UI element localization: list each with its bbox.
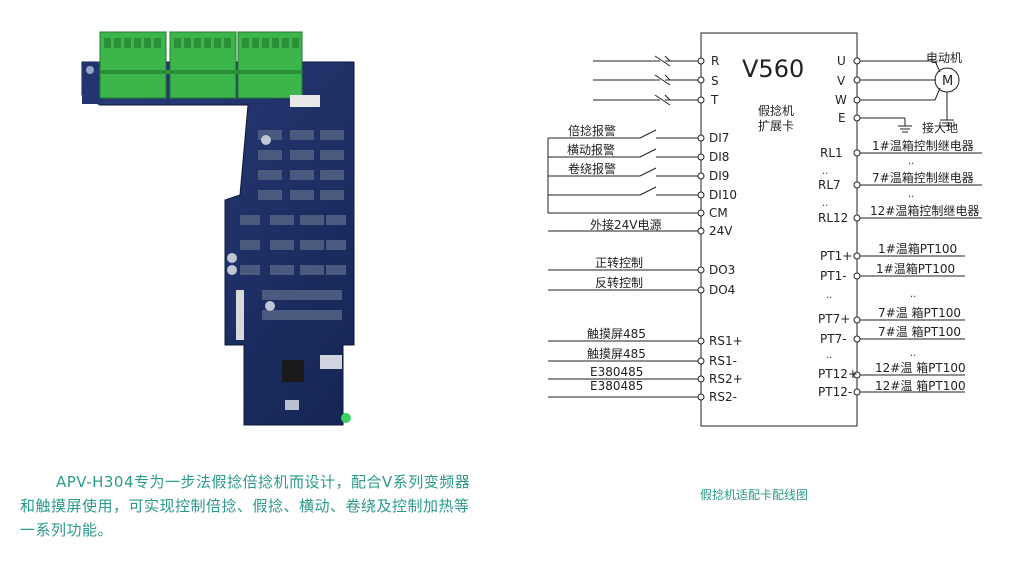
product-description: APV-H304专为一步法假捻倍捻机而设计，配合V系列变频器 和触摸屏使用，可实… xyxy=(20,470,500,542)
signal-pt100-1b: 1#温箱PT100 xyxy=(876,261,955,276)
terminal-label-r: R xyxy=(711,54,719,68)
dots-pt-1: .. xyxy=(826,290,832,301)
dots-signal-pt-2: .. xyxy=(910,348,916,359)
signal-relay-12: 12#温箱控制继电器 xyxy=(870,203,979,218)
green-terminal-blocks xyxy=(99,31,303,99)
terminal-label-v: V xyxy=(837,74,846,88)
terminal-label-do3: DO3 xyxy=(709,263,735,277)
terminal-label-pt7-minus: PT7- xyxy=(820,332,847,346)
terminal-label-do4: DO4 xyxy=(709,283,735,297)
description-line-1: APV-H304专为一步法假捻倍捻机而设计，配合V系列变频器 xyxy=(56,473,471,491)
signal-relay-1: 1#温箱控制继电器 xyxy=(872,138,974,153)
signal-relay-7: 7#温箱控制继电器 xyxy=(872,170,974,185)
terminal-label-rs1-plus: RS1+ xyxy=(709,334,743,348)
motor-symbol: M xyxy=(942,74,953,89)
dots-signal-rl-2: .. xyxy=(908,189,914,200)
dots-rl-1: .. xyxy=(822,166,828,177)
card-label-2: 扩展卡 xyxy=(758,119,794,133)
signal-reverse-control: 反转控制 xyxy=(595,275,643,290)
terminal-label-w: W xyxy=(835,93,847,107)
ground-label: 接大地 xyxy=(922,120,958,135)
dots-signal-pt-1: .. xyxy=(910,289,916,300)
terminal-label-t: T xyxy=(710,93,719,107)
dots-rl-2: .. xyxy=(822,198,828,209)
description-line-3: 一系列功能。 xyxy=(20,521,114,539)
pcb-chips xyxy=(227,95,351,423)
signal-twist-alarm: 倍捻报警 xyxy=(568,123,616,138)
signal-touchscreen-485-a: 触摸屏485 xyxy=(587,327,646,341)
terminal-label-cm: CM xyxy=(709,206,728,220)
description-line-2: 和触摸屏使用，可实现控制倍捻、假捻、横动、卷绕及控制加热等 xyxy=(20,497,470,515)
terminal-label-di7: DI7 xyxy=(709,131,729,145)
terminal-label-rl12: RL12 xyxy=(818,211,848,225)
terminal-label-u: U xyxy=(837,54,846,68)
terminal-label-pt7-plus: PT7+ xyxy=(818,312,850,326)
terminal-label-rl7: RL7 xyxy=(818,178,841,192)
terminal-label-s: S xyxy=(711,74,719,88)
pcb-components xyxy=(240,130,346,320)
terminal-label-pt12-minus: PT12- xyxy=(818,385,852,399)
pcb-outline xyxy=(81,61,355,426)
terminal-label-rs1-minus: RS1- xyxy=(709,354,737,368)
terminal-label-pt1-minus: PT1- xyxy=(820,269,847,283)
terminal-label-rl1: RL1 xyxy=(820,146,843,160)
diagram-caption: 假捻机适配卡配线图 xyxy=(700,488,809,502)
terminal-label-e: E xyxy=(838,111,846,125)
terminal-label-di9: DI9 xyxy=(709,169,729,183)
signal-e380485-a: E380485 xyxy=(590,365,643,379)
signal-forward-control: 正转控制 xyxy=(595,255,643,270)
signal-e380485-b: E380485 xyxy=(590,379,643,393)
signal-traverse-alarm: 横动报警 xyxy=(567,142,615,157)
signal-pt100-7a: 7#温 箱PT100 xyxy=(878,305,961,320)
terminal-label-di10: DI10 xyxy=(709,188,737,202)
motor-label: 电动机 xyxy=(926,51,962,65)
terminal-label-pt1-plus: PT1+ xyxy=(820,249,852,263)
card-label-1: 假捻机 xyxy=(758,104,794,118)
signal-pt100-12b: 12#温 箱PT100 xyxy=(875,378,966,393)
pcb-left-tab xyxy=(82,62,102,104)
terminal-label-rs2-minus: RS2- xyxy=(709,390,737,404)
signal-pt100-12a: 12#温 箱PT100 xyxy=(875,360,966,375)
dots-signal-rl-1: .. xyxy=(908,156,914,167)
model-label: V560 xyxy=(742,55,804,83)
terminal-label-rs2-plus: RS2+ xyxy=(709,372,743,386)
terminal-label-24v: 24V xyxy=(709,224,733,238)
signal-pt100-7b: 7#温 箱PT100 xyxy=(878,324,961,339)
signal-winding-alarm: 卷绕报警 xyxy=(568,161,616,176)
pcb-board-image xyxy=(81,31,355,426)
signal-external-24v: 外接24V电源 xyxy=(590,217,661,232)
terminal-label-pt12-plus: PT12+ xyxy=(818,367,858,381)
dots-pt-2: .. xyxy=(826,350,832,361)
signal-pt100-1a: 1#温箱PT100 xyxy=(878,241,957,256)
terminal-label-di8: DI8 xyxy=(709,150,729,164)
signal-touchscreen-485-b: 触摸屏485 xyxy=(587,347,646,361)
